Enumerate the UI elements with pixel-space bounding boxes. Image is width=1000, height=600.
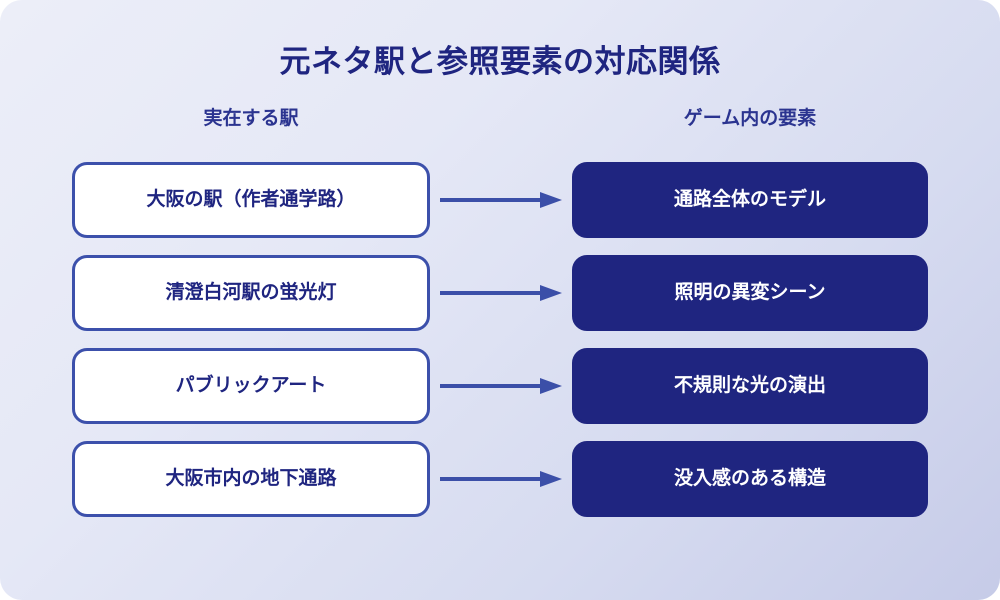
- source-box[interactable]: 大阪の駅（作者通学路）: [72, 162, 430, 238]
- column-header-game-elements: ゲーム内の要素: [683, 107, 817, 129]
- source-box[interactable]: パブリックアート: [72, 348, 430, 424]
- mapping-row: 大阪の駅（作者通学路） 通路全体のモデル: [0, 162, 1000, 238]
- mapping-row: 清澄白河駅の蛍光灯 照明の異変シーン: [0, 255, 1000, 331]
- column-header-real-stations: 実在する駅: [203, 107, 299, 129]
- target-box[interactable]: 不規則な光の演出: [572, 348, 928, 424]
- arrow-right-icon: [440, 469, 562, 489]
- target-box[interactable]: 照明の異変シーン: [572, 255, 928, 331]
- source-box[interactable]: 大阪市内の地下通路: [72, 441, 430, 517]
- mapping-row: 大阪市内の地下通路 没入感のある構造: [0, 441, 1000, 517]
- target-box[interactable]: 通路全体のモデル: [572, 162, 928, 238]
- page-title: 元ネタ駅と参照要素の対応関係: [279, 44, 721, 80]
- arrow-right-icon: [440, 190, 562, 210]
- arrow-right-icon: [440, 283, 562, 303]
- arrow-right-icon: [440, 376, 562, 396]
- target-box[interactable]: 没入感のある構造: [572, 441, 928, 517]
- source-box[interactable]: 清澄白河駅の蛍光灯: [72, 255, 430, 331]
- mapping-row: パブリックアート 不規則な光の演出: [0, 348, 1000, 424]
- mapping-rows: 大阪の駅（作者通学路） 通路全体のモデル 清澄白河駅の蛍光灯 照明の異変シーン …: [0, 162, 1000, 534]
